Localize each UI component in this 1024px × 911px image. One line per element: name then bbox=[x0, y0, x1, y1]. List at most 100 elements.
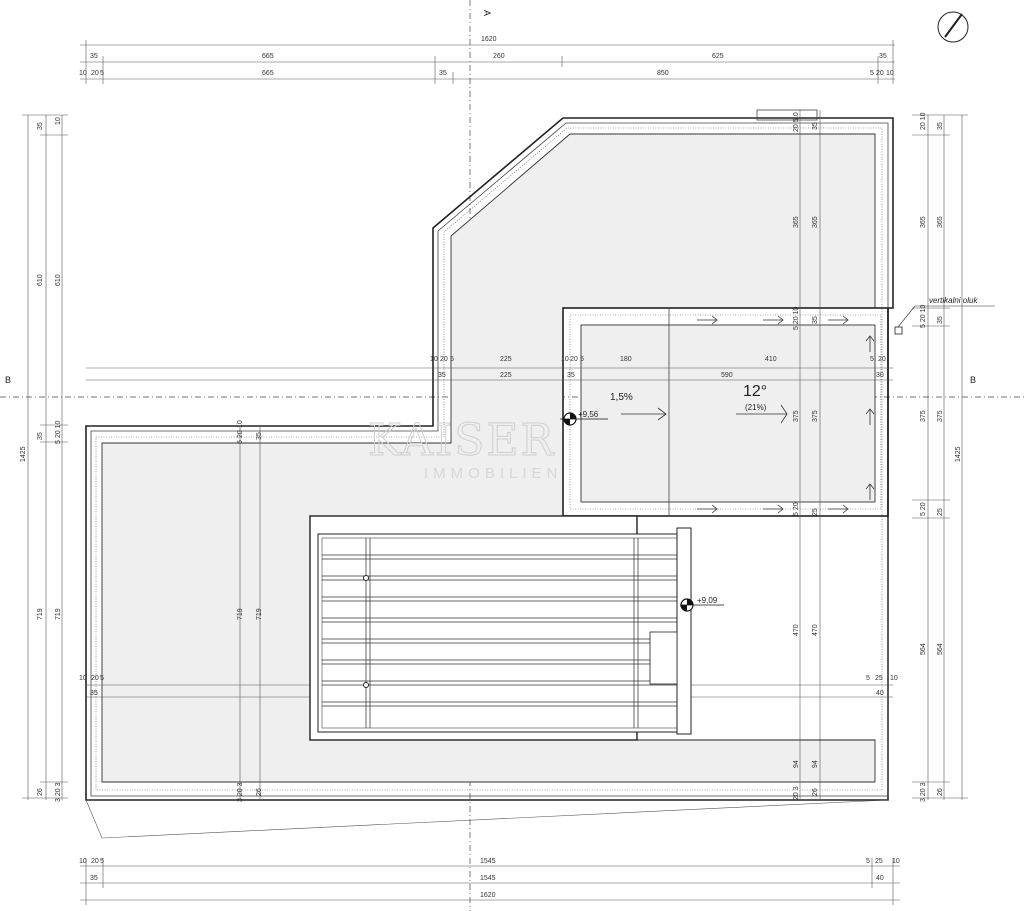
axis-b-left-label: B bbox=[5, 375, 11, 385]
dim-col-b-15: 20 3 bbox=[793, 786, 800, 800]
dim-top-r2-7: 20 bbox=[876, 70, 884, 77]
raised-roof-outer bbox=[562, 307, 889, 517]
dim-col-a-0: 10 bbox=[237, 420, 244, 428]
dim-bot-r1-0: 10 bbox=[79, 858, 87, 865]
dim-top-r1-1: 665 bbox=[262, 53, 274, 60]
dim-mh2-0: 35 bbox=[438, 372, 446, 379]
slope-label: 1,5% bbox=[610, 392, 633, 403]
dim-top-r2-3: 665 bbox=[262, 70, 274, 77]
dim-bot-total: 1620 bbox=[480, 892, 496, 899]
dim-mh1-8: 410 bbox=[765, 356, 777, 363]
elevation-lower-label: +9,09 bbox=[697, 596, 718, 605]
roof-angle-label: 12° bbox=[743, 383, 767, 400]
dim-top-r2-4: 35 bbox=[439, 70, 447, 77]
dim-right-o-5: 25 bbox=[937, 508, 944, 516]
dim-right-i-6: 564 bbox=[920, 643, 927, 655]
dim-col-a-6: 26 bbox=[256, 788, 263, 796]
dim-top-total: 1620 bbox=[481, 36, 497, 43]
dim-left-o-3: 719 bbox=[37, 608, 44, 620]
dim-left-o-2: 1425 bbox=[20, 446, 27, 462]
dim-bot-r1-2: 5 bbox=[100, 858, 104, 865]
dim-left-o-1: 610 bbox=[37, 274, 44, 286]
dim-bot-r2-2: 40 bbox=[876, 875, 884, 882]
dim-col-b-12: 470 bbox=[812, 624, 819, 636]
dim-bot-r1-5: 25 bbox=[875, 858, 883, 865]
dim-top-r1-0: 35 bbox=[90, 53, 98, 60]
dim-left-o-0: 35 bbox=[37, 122, 44, 130]
dim-left-i-6: 719 bbox=[55, 608, 62, 620]
dim-bot-r1-3: 1545 bbox=[480, 858, 496, 865]
dim-col-b-14: 94 bbox=[812, 760, 819, 768]
building-outline-inner bbox=[90, 122, 889, 797]
dim-mh1-6: 5 bbox=[580, 356, 584, 363]
dim-right-o-0: 35 bbox=[937, 122, 944, 130]
dim-right-o-1: 365 bbox=[937, 216, 944, 228]
dim-right-o-7: 26 bbox=[937, 788, 944, 796]
axis-a-label: A bbox=[482, 10, 492, 16]
dim-right-i-2: 365 bbox=[920, 216, 927, 228]
dim-col-b-16: 26 bbox=[812, 788, 819, 796]
dim-col-b-10: 25 bbox=[812, 508, 819, 516]
dim-bot-r2-0: 35 bbox=[90, 875, 98, 882]
dim-mh2-3: 590 bbox=[721, 372, 733, 379]
elevation-upper-label: +9,56 bbox=[578, 410, 599, 419]
left-dimension-chains: 35 610 1425 719 26 10 610 35 5 20 10 719… bbox=[20, 114, 68, 802]
dim-bot-r1-1: 20 bbox=[91, 858, 99, 865]
dim-mh1-2: 5 bbox=[450, 356, 454, 363]
dim-bot-r2-1: 1545 bbox=[480, 875, 496, 882]
dim-left-i-0: 10 bbox=[55, 117, 62, 125]
dim-mh1-0: 10 bbox=[430, 356, 438, 363]
dim-left-o-4: 26 bbox=[37, 788, 44, 796]
dim-mh3-1: 20 bbox=[91, 675, 99, 682]
dim-mh2-1: 225 bbox=[500, 372, 512, 379]
dim-col-a-1: 5 20 bbox=[237, 430, 244, 444]
north-arrow-icon bbox=[937, 11, 969, 43]
roof-angle-percent-label: (21%) bbox=[745, 403, 767, 412]
building-outline bbox=[85, 117, 894, 801]
dim-mh3-4: 5 bbox=[866, 675, 870, 682]
axis-b-right-label: B bbox=[970, 375, 976, 385]
dim-top-r1-2: 260 bbox=[493, 53, 505, 60]
top-dimension-chains: 1620 35 665 260 625 35 10 20 5 665 35 85… bbox=[79, 36, 895, 84]
vertical-gutter-marker bbox=[894, 305, 995, 335]
dim-right-i-4: 375 bbox=[920, 410, 927, 422]
dim-right-o-4: 1425 bbox=[955, 446, 962, 462]
dim-col-a-4: 719 bbox=[256, 608, 263, 620]
dim-col-b-4: 365 bbox=[812, 216, 819, 228]
dim-top-r2-2: 5 bbox=[100, 70, 104, 77]
dim-col-b-1: 20 5 bbox=[793, 118, 800, 132]
dim-col-b-0: 10 bbox=[793, 112, 800, 120]
vertical-gutter-label: vertikalni oluk bbox=[929, 296, 978, 305]
dim-mh2-4: 30 bbox=[876, 372, 884, 379]
dim-bot-r1-4: 5 bbox=[866, 858, 870, 865]
dim-top-r2-8: 10 bbox=[886, 70, 894, 77]
dim-mh3-5: 25 bbox=[875, 675, 883, 682]
dim-right-i-0: 20 10 bbox=[920, 112, 927, 130]
elevation-marker-lower-icon bbox=[680, 598, 724, 612]
raised-roof-surface bbox=[580, 324, 876, 503]
dim-left-i-3: 610 bbox=[55, 274, 62, 286]
dim-right-i-5: 5 20 bbox=[920, 502, 927, 516]
dim-mh1-3: 225 bbox=[500, 356, 512, 363]
dim-col-a-3: 719 bbox=[237, 608, 244, 620]
dim-col-b-8: 375 bbox=[812, 410, 819, 422]
dim-mh2-2: 35 bbox=[567, 372, 575, 379]
dim-col-b-7: 375 bbox=[793, 410, 800, 422]
dim-col-a-2: 35 bbox=[256, 432, 263, 440]
dim-mh1-10: 20 bbox=[878, 356, 886, 363]
dim-col-b-9: 5 20 bbox=[793, 502, 800, 516]
raised-roof-dotted bbox=[569, 314, 882, 510]
dim-right-o-2: 35 bbox=[937, 316, 944, 324]
dim-mh1-5: 20 bbox=[570, 356, 578, 363]
dim-col-b-5: 5 20 10 bbox=[793, 307, 800, 330]
dim-top-r1-3: 625 bbox=[712, 53, 724, 60]
dim-right-i-7: 3 20 3 bbox=[920, 782, 927, 802]
dim-bot-r1-6: 10 bbox=[892, 858, 900, 865]
dim-right-i-3: 5 20 10 bbox=[920, 305, 927, 328]
dim-right-o-3: 375 bbox=[937, 410, 944, 422]
dim-mh1-7: 180 bbox=[620, 356, 632, 363]
dim-mh4-0: 35 bbox=[90, 690, 98, 697]
dim-mh3-0: 10 bbox=[79, 675, 87, 682]
dim-mh3-2: 5 bbox=[100, 675, 104, 682]
